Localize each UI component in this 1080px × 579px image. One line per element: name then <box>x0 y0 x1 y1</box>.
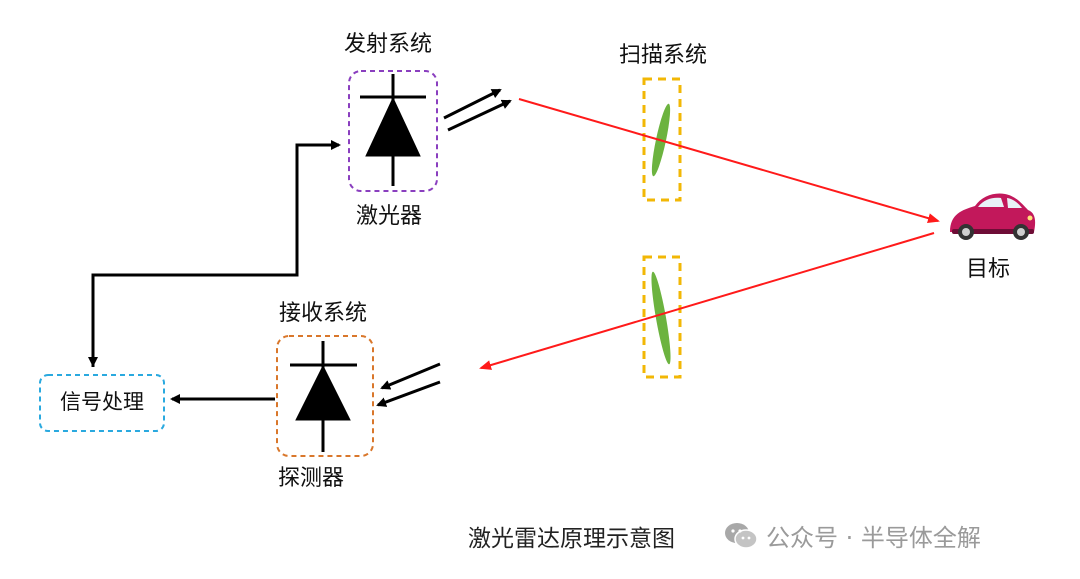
receiver-device-label: 探测器 <box>278 466 345 491</box>
receiver-box <box>276 335 374 457</box>
figure-caption: 激光雷达原理示意图 <box>468 526 675 552</box>
wechat-icon <box>725 522 758 549</box>
receiver-title: 接收系统 <box>279 301 368 326</box>
emit-arrow-2 <box>447 99 512 132</box>
watermark: 公众号 · 半导体全解 <box>724 518 981 553</box>
scanner-title: 扫描系统 <box>619 43 708 68</box>
scanner-box-bottom <box>642 255 682 379</box>
scanner-lens-bottom <box>651 271 671 365</box>
emit-arrow-1 <box>443 88 502 120</box>
receive-arrow-2 <box>376 380 441 407</box>
scanner-box-top <box>642 77 682 202</box>
control-path <box>91 140 341 367</box>
signal-box <box>39 374 165 432</box>
photodetector-icon <box>290 341 357 452</box>
emitter-device-label: 激光器 <box>356 204 423 229</box>
emitter-title: 发射系统 <box>344 32 433 57</box>
car-icon <box>950 193 1036 240</box>
laser-diode-icon <box>360 74 426 186</box>
signal-box-label: 信号处理 <box>60 390 144 414</box>
watermark-text: 公众号 · 半导体全解 <box>766 524 981 552</box>
receive-arrow-1 <box>380 362 441 390</box>
laser-beam-return <box>479 232 935 370</box>
target-label: 目标 <box>966 257 1011 282</box>
laser-beam-out <box>518 98 940 224</box>
emitter-box <box>348 70 438 192</box>
